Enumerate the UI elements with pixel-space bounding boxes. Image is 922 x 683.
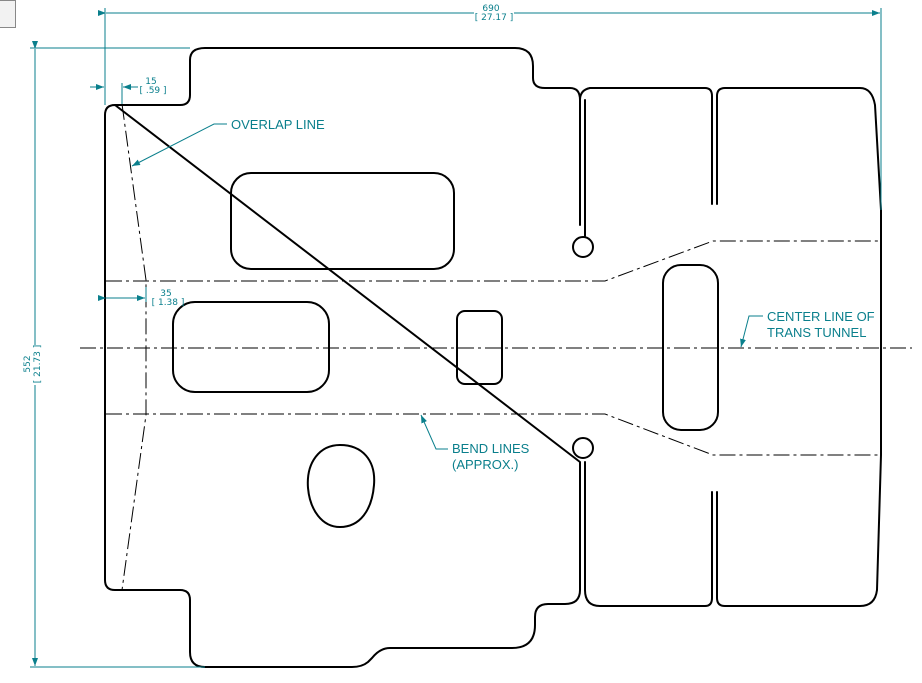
bend-lines-note-line2: (APPROX.) — [452, 457, 518, 472]
overlap-dimension-value: 15 — [145, 77, 156, 87]
part-outline — [104, 47, 882, 668]
width-dimension-inch: [ 27.17 ] — [475, 13, 514, 23]
bend-line-upper — [106, 240, 881, 282]
overlap-line — [121, 103, 147, 591]
hole-upper — [572, 236, 594, 258]
overlap-dimension-inch: [ .59 ] — [139, 86, 166, 96]
height-dimension-inch: [ 21.73 ] — [33, 345, 43, 384]
slot-left-top-bridge — [579, 87, 591, 101]
bend-dimension-inch: [ 1.38 ] — [152, 298, 185, 308]
cutout-upper-left — [230, 172, 455, 270]
bend-line-lower — [106, 413, 881, 456]
width-label-mask — [474, 2, 514, 22]
bend-lines-note-leader — [420, 414, 448, 450]
cutout-middle-left — [172, 301, 330, 393]
height-label-mask — [22, 345, 46, 385]
center-line-note-line2: TRANS TUNNEL — [767, 325, 866, 340]
window-corner-button[interactable] — [0, 0, 16, 28]
height-dimension-value: 552 — [23, 355, 33, 372]
center-line-note-leader — [740, 315, 763, 348]
hole-lower — [572, 437, 594, 459]
center-line-note-line1: CENTER LINE OF — [767, 309, 875, 324]
cutout-oval — [306, 444, 376, 528]
bend-dimension-value: 35 — [160, 289, 171, 299]
overlap-line-note: OVERLAP LINE — [231, 117, 325, 132]
width-dimension-value: 690 — [482, 4, 499, 14]
overlap-note-leader — [131, 123, 227, 167]
cutout-small-center — [456, 310, 503, 385]
bend-lines-note-line1: BEND LINES — [452, 441, 530, 456]
